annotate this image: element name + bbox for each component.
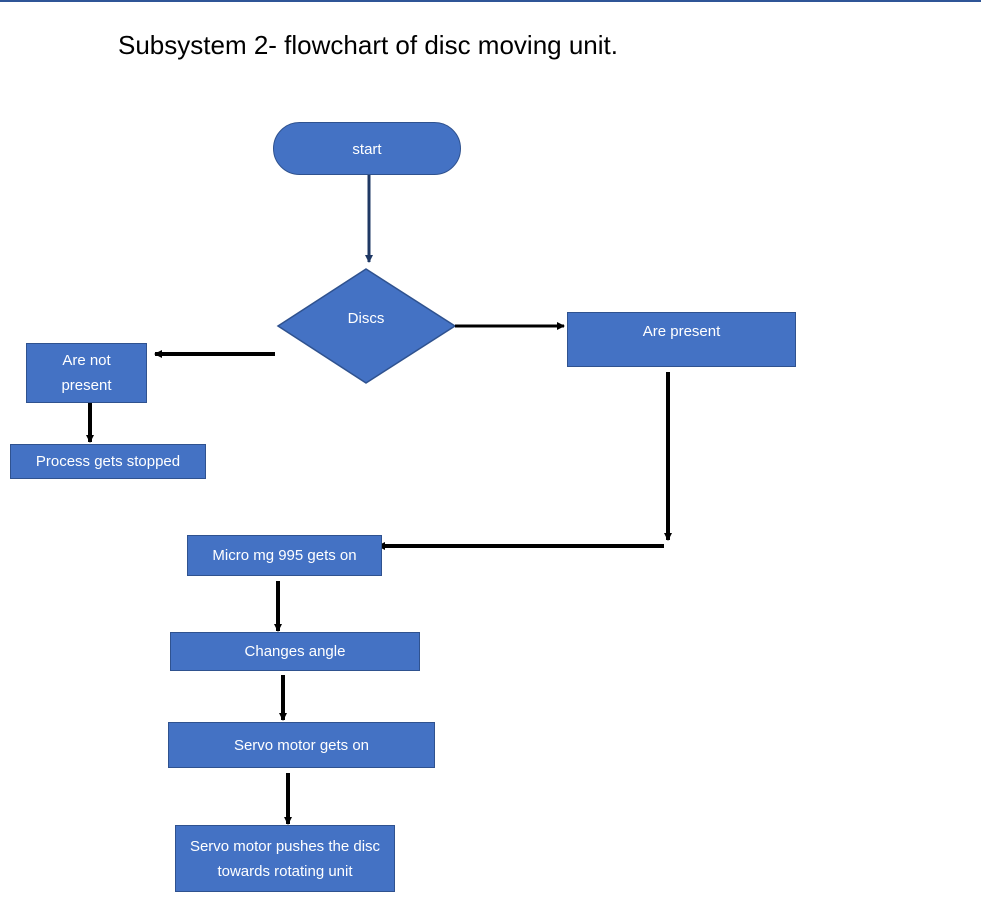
are-present-box: Are present bbox=[567, 312, 796, 367]
are-not-present-box: Are not present bbox=[26, 343, 147, 403]
process-stopped-box: Process gets stopped bbox=[10, 444, 206, 479]
page-title: Subsystem 2- flowchart of disc moving un… bbox=[118, 30, 618, 60]
top-border-line bbox=[0, 0, 981, 2]
changes-angle-box: Changes angle bbox=[170, 632, 420, 671]
discs-decision-label: Discs bbox=[347, 310, 385, 327]
decision-diamond bbox=[276, 268, 457, 384]
micro-on-box: Micro mg 995 gets on bbox=[187, 535, 382, 576]
start-terminator: start bbox=[273, 122, 461, 175]
servo-on-box: Servo motor gets on bbox=[168, 722, 435, 768]
servo-pushes-box: Servo motor pushes the disc towards rota… bbox=[175, 825, 395, 892]
